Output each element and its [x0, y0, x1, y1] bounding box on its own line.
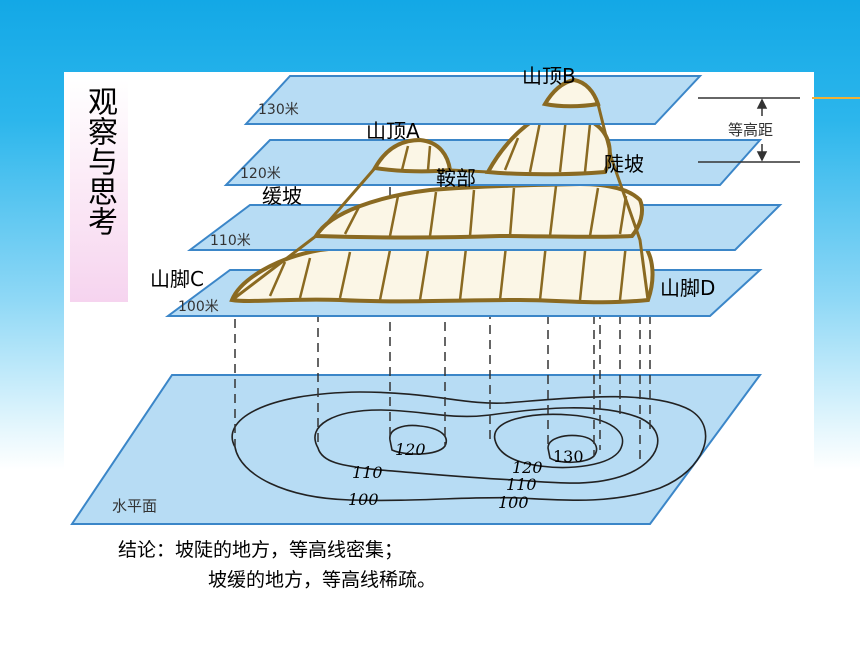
plane-label-120: 120米 — [240, 166, 281, 182]
contour-value-110-right: 110 — [506, 475, 537, 494]
mountain-peak-b — [541, 77, 601, 109]
contour-value-120-left: 120 — [395, 440, 426, 459]
contour-lines — [231, 391, 707, 502]
decorative-stripe — [812, 97, 860, 99]
base-plane — [70, 374, 762, 525]
contour-120-right — [493, 413, 624, 469]
mountain-ridges-110 — [343, 185, 628, 237]
contour-value-100-right: 100 — [498, 493, 529, 512]
contour-value-110-left: 110 — [352, 463, 383, 482]
contour-110 — [314, 407, 659, 484]
title-box: 观察与思考 — [70, 80, 128, 302]
mountain-ridges-100 — [268, 241, 628, 301]
interval-label: 等高距 — [728, 121, 773, 139]
plane-label-110: 110米 — [210, 233, 251, 249]
label-peak-a: 山顶A — [366, 119, 420, 143]
base-plane-label: 水平面 — [112, 497, 157, 515]
label-foot-c: 山脚C — [150, 267, 204, 291]
conclusion-line-1: 结论：坡陡的地方，等高线密集； — [118, 539, 404, 561]
vertical-title: 观察与思考 — [82, 86, 117, 236]
contour-interval-marker — [698, 97, 800, 163]
contour-120-left — [389, 424, 447, 455]
mountain-section-120-a — [371, 137, 453, 174]
label-steep-slope: 陡坡 — [604, 152, 644, 176]
label-foot-d: 山脚D — [660, 276, 716, 300]
contour-130 — [547, 434, 598, 464]
contour-value-100-left: 100 — [348, 490, 379, 509]
plane-130 — [243, 75, 703, 125]
contour-value-120-right: 120 — [512, 458, 543, 477]
conclusion: 结论：坡陡的地方，等高线密集； 坡缓的地方，等高线稀疏。 — [118, 535, 436, 595]
contour-value-130: 130 — [553, 447, 584, 466]
label-gentle-slope: 缓坡 — [262, 184, 302, 208]
contour-100 — [231, 391, 707, 502]
mountain-section-120-b — [484, 109, 612, 177]
mountain-outline — [231, 103, 650, 302]
conclusion-line-2: 坡缓的地方，等高线稀疏。 — [208, 569, 437, 591]
plane-label-100: 100米 — [178, 299, 219, 315]
plane-label-130: 130米 — [258, 102, 299, 118]
label-peak-b: 山顶B — [522, 64, 576, 88]
label-saddle: 鞍部 — [436, 166, 476, 190]
mountain-ridges-120 — [400, 117, 592, 173]
